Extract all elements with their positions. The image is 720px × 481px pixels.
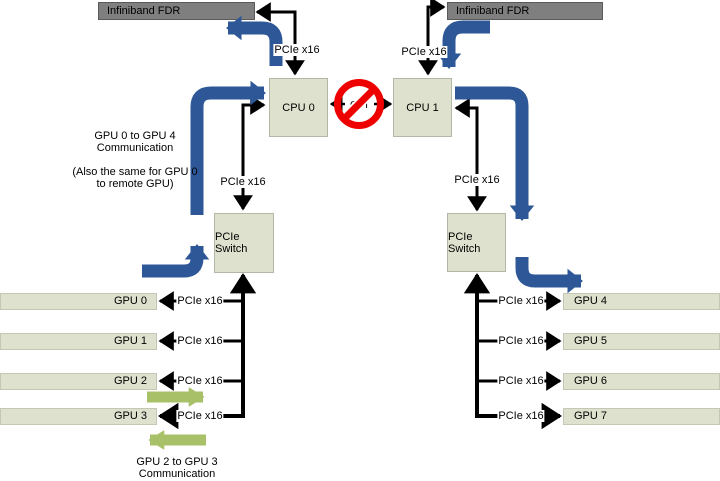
note-bottom-line2: Communication [138, 468, 216, 480]
pcie-switch-right-label: PCIe Switch [448, 230, 481, 255]
note-bottom-line1: GPU 2 to GPU 3 [136, 456, 218, 468]
prohibition-circle-icon [334, 79, 384, 129]
gpu3-bar: GPU 3 [0, 408, 157, 425]
flow-arrow-cpu1-down-icon [455, 86, 535, 221]
pcie-label-gpu3: PCIe x16 [176, 410, 224, 422]
note-left-line4: to remote GPU) [96, 178, 174, 190]
gpu6-bar: GPU 6 [563, 373, 720, 390]
infiniband-right-label: Infiniband FDR [456, 5, 530, 17]
gpu7-label: GPU 7 [574, 410, 608, 422]
gpu5-bar: GPU 5 [563, 333, 720, 350]
gpu1-label: GPU 1 [113, 335, 147, 347]
connector-cpu1-switchright [454, 98, 487, 212]
note-gpu0-gpu4-p2: (Also the same for GPU 0 to remote GPU) [35, 166, 235, 190]
pcie-label-gpu7: PCIe x16 [497, 410, 545, 422]
pcie-switch-left-box: PCIe Switch [214, 213, 274, 273]
prohibition-slash-icon [341, 86, 377, 122]
note-gpu2-gpu3: GPU 2 to GPU 3 Communication [97, 456, 257, 481]
note-gpu0-gpu4: GPU 0 to GPU 4 Communication (Also the s… [35, 130, 235, 202]
pcie-label-gpu0: PCIe x16 [176, 295, 224, 307]
gpu2-bar: GPU 2 [0, 373, 157, 390]
flow-arrow-to-cpu1-icon [436, 20, 490, 69]
flow-arrow-to-gpu4-icon [515, 257, 583, 294]
pcie-label-gpu4: PCIe x16 [497, 295, 545, 307]
pcie-switch-right-box: PCIe Switch [447, 213, 506, 272]
gpu3-label: GPU 3 [113, 410, 147, 422]
note-gpu2-gpu3-p1: GPU 2 to GPU 3 Communication [97, 456, 257, 480]
infiniband-left-box: Infiniband FDR [98, 2, 255, 20]
note-left-line1: GPU 0 to GPU 4 [94, 130, 176, 142]
cpu1-box: CPU 1 [393, 78, 452, 137]
pcie-label-gpu1: PCIe x16 [176, 335, 224, 347]
pcie-switch-left-label: PCIe Switch [215, 231, 248, 255]
note-left-line3: (Also the same for GPU 0 [72, 166, 198, 178]
gpu6-label: GPU 6 [574, 375, 608, 387]
connector-cpu0-switchleft [233, 95, 266, 211]
gpu1-bar: GPU 1 [0, 333, 157, 350]
pcie-label-gpu2: PCIe x16 [176, 375, 224, 387]
gpu7-bar: GPU 7 [563, 408, 720, 425]
infiniband-right-box: Infiniband FDR [447, 2, 603, 20]
gpu0-label: GPU 0 [113, 295, 147, 307]
infiniband-left-label: Infiniband FDR [107, 5, 181, 17]
flow-arrow-gpu0-up-icon [142, 244, 210, 278]
gpu2-label: GPU 2 [113, 375, 147, 387]
pcie-label-ibleft: PCIe x16 [273, 44, 321, 56]
gpu0-bar: GPU 0 [0, 293, 157, 310]
pcie-label-gpu6: PCIe x16 [497, 375, 545, 387]
note-gpu0-gpu4-p1: GPU 0 to GPU 4 Communication [35, 130, 235, 154]
connector-ibright-cpu1 [418, 0, 446, 76]
cpu0-label: CPU 0 [282, 101, 315, 114]
gpu4-label: GPU 4 [574, 295, 608, 307]
note-left-line2: Communication [96, 142, 174, 154]
flow-arrow-to-infiniband-left-icon [226, 15, 283, 66]
pcie-label-gpu5: PCIe x16 [497, 335, 545, 347]
cpu1-label: CPU 1 [406, 101, 439, 114]
gpu4-bar: GPU 4 [563, 293, 720, 310]
flow-arrow-to-cpu0-icon [190, 80, 266, 215]
pcie-label-cpu1sw: PCIe x16 [453, 174, 501, 186]
cpu0-box: CPU 0 [269, 78, 328, 137]
pcie-label-ibright: PCIe x16 [400, 46, 448, 58]
gpu5-label: GPU 5 [574, 335, 608, 347]
